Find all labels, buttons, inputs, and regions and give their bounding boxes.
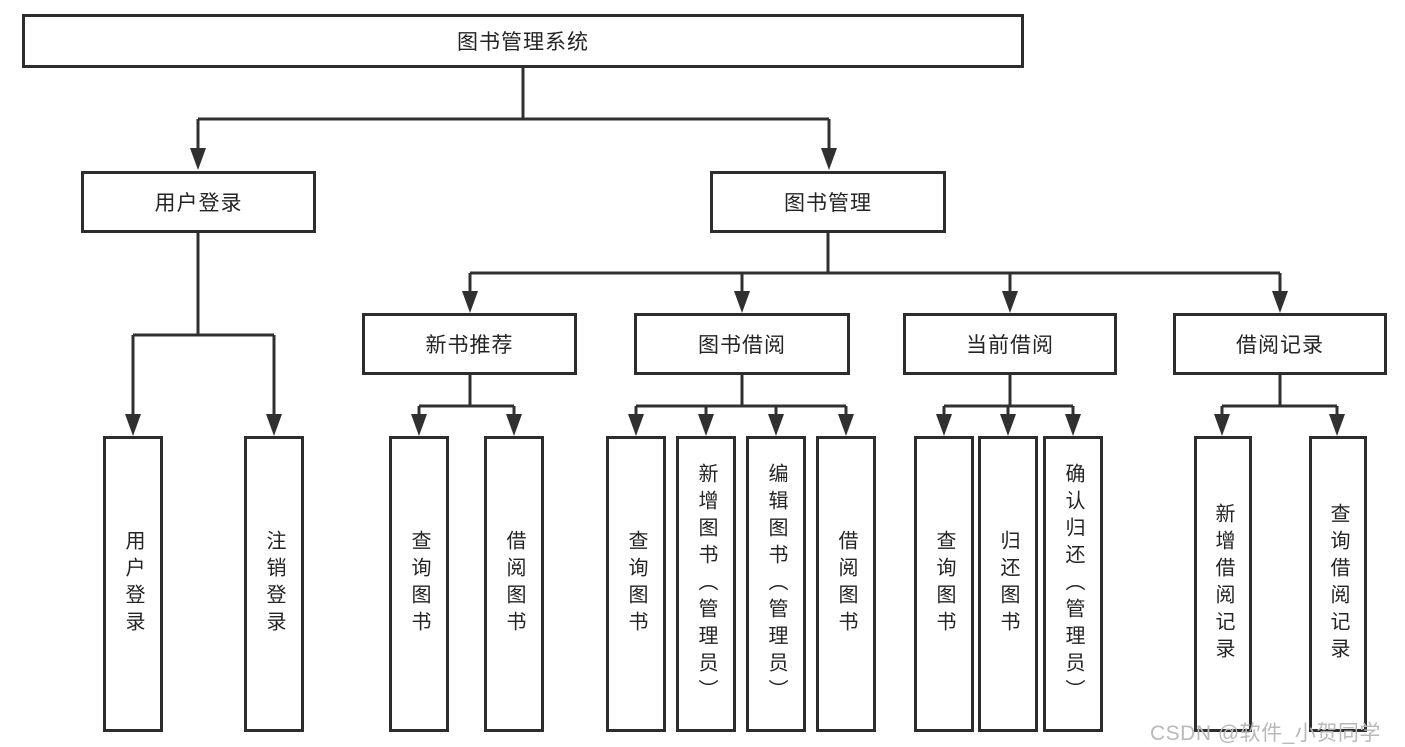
node-book-management: 图书管理 — [710, 171, 946, 233]
node-borrow-records: 借阅记录 — [1173, 313, 1387, 375]
leaf-label: 新增图书（管理员） — [695, 462, 717, 706]
leaf-borrow-books-recommend: 借阅图书 — [484, 436, 544, 732]
leaf-label: 查询借阅记录 — [1327, 503, 1349, 665]
leaf-query-borrow-record: 查询借阅记录 — [1309, 436, 1367, 732]
leaf-label: 确认归还（管理员） — [1062, 462, 1084, 706]
leaf-add-borrow-record: 新增借阅记录 — [1194, 436, 1252, 732]
leaf-label: 编辑图书（管理员） — [765, 462, 787, 706]
leaf-label: 归还图书 — [997, 530, 1019, 638]
leaf-borrow-books: 借阅图书 — [816, 436, 876, 732]
node-new-book-recommend: 新书推荐 — [362, 313, 577, 375]
leaf-edit-book-admin: 编辑图书（管理员） — [746, 436, 806, 732]
leaf-return-book: 归还图书 — [978, 436, 1038, 732]
leaf-logout: 注销登录 — [244, 436, 304, 732]
leaf-label: 借阅图书 — [835, 530, 857, 638]
node-current-borrow: 当前借阅 — [903, 313, 1117, 375]
leaf-label: 借阅图书 — [503, 530, 525, 638]
leaf-query-books-current: 查询图书 — [914, 436, 974, 732]
node-library-management-system: 图书管理系统 — [22, 14, 1024, 68]
leaf-label: 查询图书 — [933, 530, 955, 638]
node-book-borrow: 图书借阅 — [634, 313, 850, 375]
node-user-login: 用户登录 — [81, 171, 316, 233]
csdn-watermark: CSDN @软件_小贺同学 — [1150, 722, 1381, 745]
node-label: 图书管理 — [784, 192, 872, 215]
node-label: 当前借阅 — [966, 334, 1054, 357]
node-label: 图书借阅 — [698, 334, 786, 357]
leaf-add-book-admin: 新增图书（管理员） — [676, 436, 736, 732]
node-label: 借阅记录 — [1236, 334, 1324, 357]
leaf-label: 查询图书 — [625, 530, 647, 638]
leaf-confirm-return-admin: 确认归还（管理员） — [1043, 436, 1103, 732]
leaf-label: 用户登录 — [122, 530, 144, 638]
leaf-user-login: 用户登录 — [103, 436, 163, 732]
node-label: 图书管理系统 — [457, 31, 589, 54]
leaf-query-books-borrow: 查询图书 — [606, 436, 666, 732]
node-label: 新书推荐 — [425, 334, 514, 357]
leaf-query-books-recommend: 查询图书 — [389, 436, 449, 732]
leaf-label: 查询图书 — [408, 530, 430, 638]
leaf-label: 新增借阅记录 — [1212, 503, 1234, 665]
node-label: 用户登录 — [154, 192, 243, 215]
leaf-label: 注销登录 — [263, 530, 285, 638]
